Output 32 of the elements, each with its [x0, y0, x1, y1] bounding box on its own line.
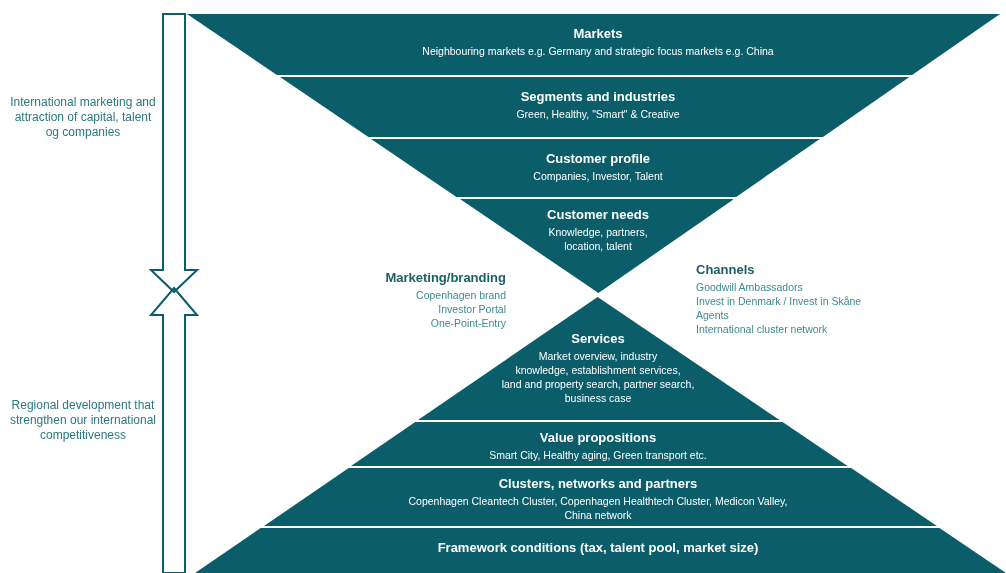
list-item: Goodwill Ambassadors: [696, 280, 804, 294]
list-item: Invest in Denmark / Invest in Skåne: [696, 294, 863, 308]
list-item: Agents: [696, 308, 730, 322]
pyramid-band: [351, 422, 848, 466]
band-heading: Services: [571, 331, 625, 347]
side-note: Regional development that strengthen our international competitiveness: [8, 398, 158, 443]
band-heading: Segments and industries: [520, 89, 676, 105]
list-item: Investor Portal: [437, 302, 506, 316]
section-heading: Channels: [696, 262, 756, 277]
band-text: Copenhagen Cleantech Cluster, Copenhagen Healthtech Cluster, Medicon Valley, China network: [408, 494, 788, 522]
funnel-band: [187, 14, 1000, 75]
band-heading: Markets: [573, 26, 623, 42]
list-item: Copenhagen brand: [415, 288, 506, 302]
band-text: Companies, Investor, Talent: [533, 169, 663, 183]
band-text: Neighbouring markets e.g. Germany and strategic focus markets e.g. China: [422, 44, 774, 58]
pyramid-band: [263, 468, 937, 526]
pyramid-band: [195, 528, 1006, 573]
list-item: International cluster network: [696, 322, 829, 336]
band-text: Smart City, Healthy aging, Green transport etc.: [489, 448, 707, 462]
band-heading: Clusters, networks and partners: [498, 476, 698, 492]
funnel-band: [371, 139, 820, 197]
band-heading: Customer needs: [547, 207, 649, 223]
band-heading: Customer profile: [546, 151, 650, 167]
side-note: International marketing and attraction of capital, talent og companies: [9, 95, 157, 140]
section-heading: Marketing/branding: [384, 270, 506, 285]
band-text: Market overview, industry knowledge, establishment services, land and property search, partner search, business case: [501, 349, 695, 405]
band-text: Green, Healthy, "Smart" & Creative: [516, 107, 680, 121]
list-item: One-Point-Entry: [429, 316, 506, 330]
band-heading: Framework conditions (tax, talent pool, market size): [437, 540, 759, 556]
band-heading: Value propositions: [539, 430, 657, 446]
funnel-band: [279, 77, 910, 137]
band-text: Knowledge, partners, location, talent: [548, 225, 648, 253]
